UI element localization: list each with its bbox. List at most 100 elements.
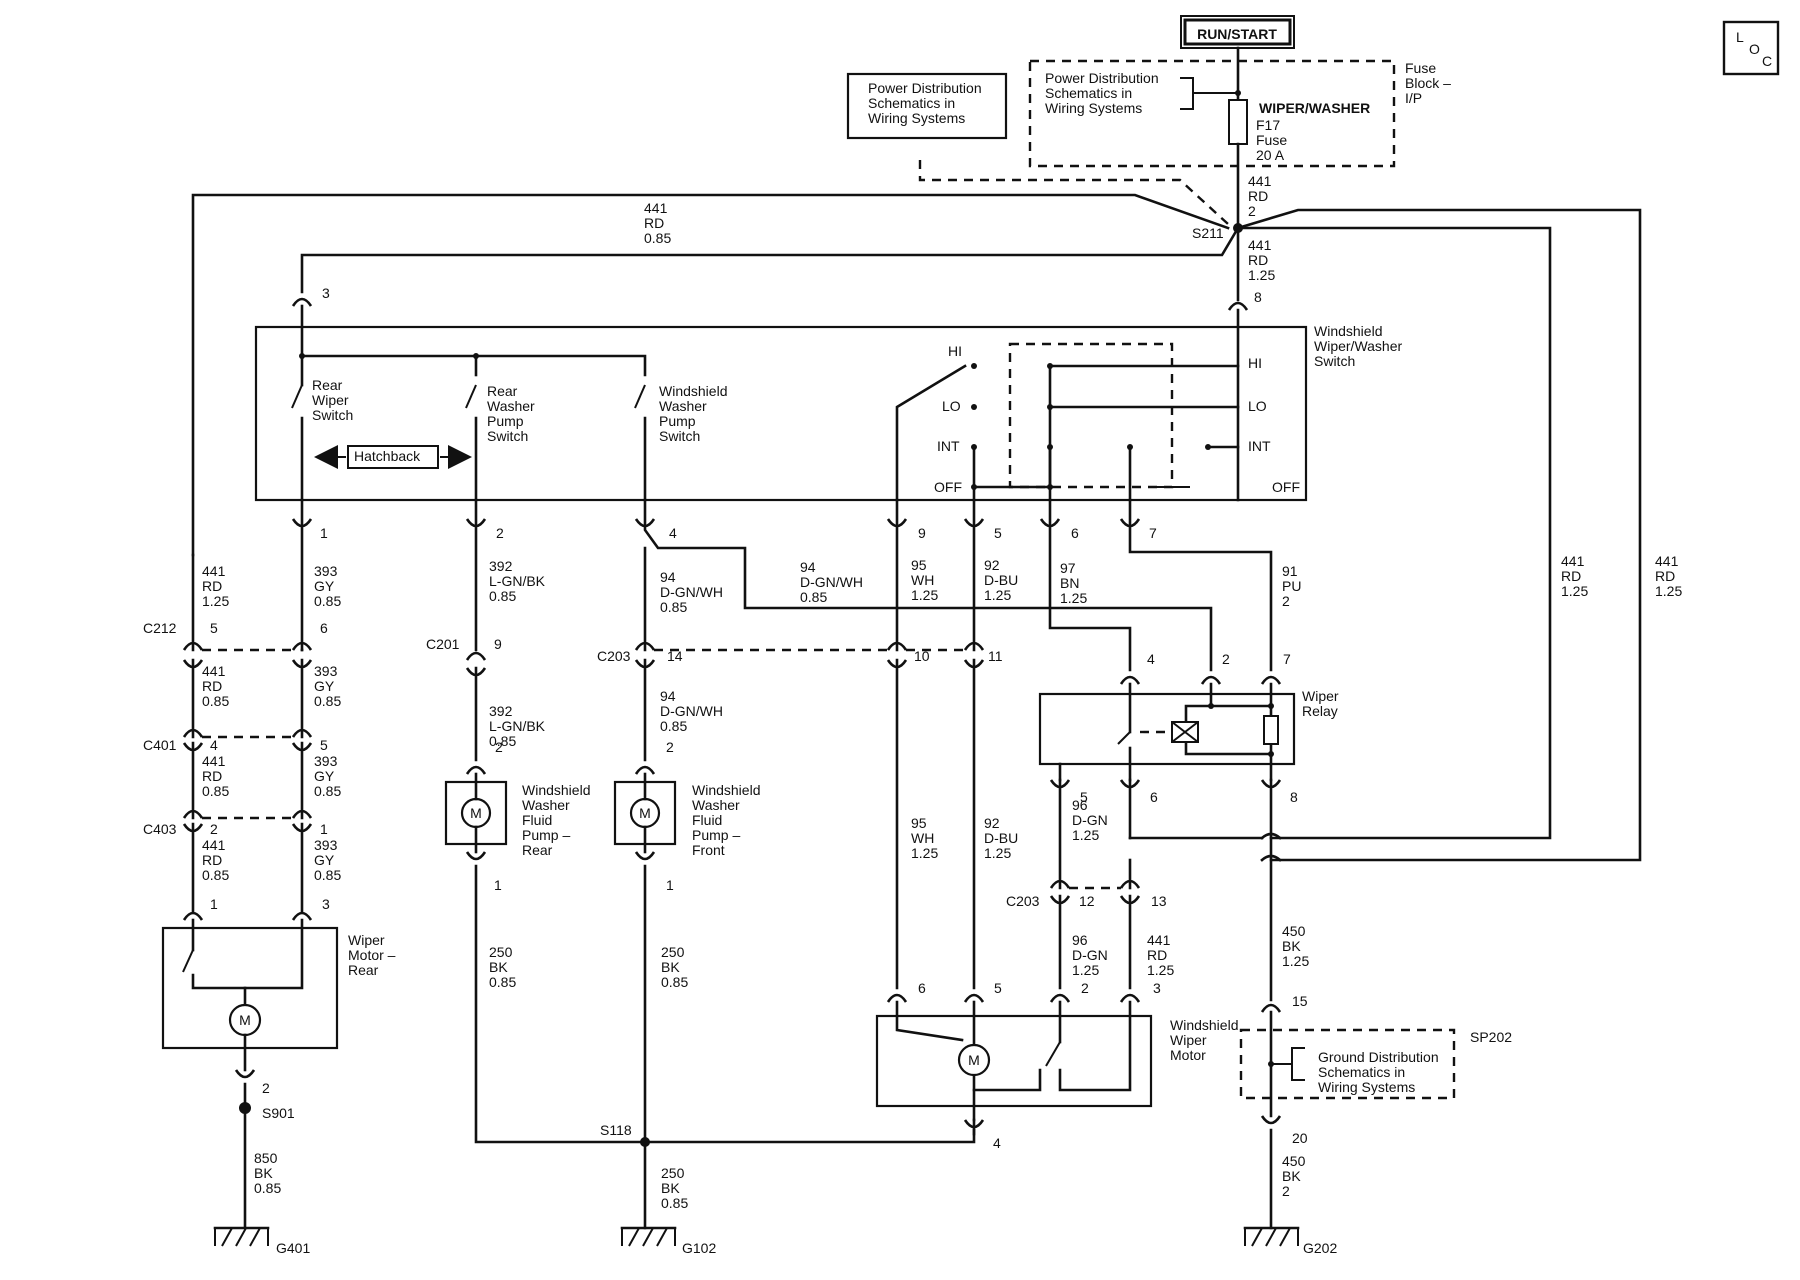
loc-icon: L O C [1722,20,1780,76]
ground-g102-label: G102 [682,1240,716,1256]
off-left-label: OFF [934,479,962,495]
splice-s901-dot [239,1102,251,1114]
pin-pump-rear-1-label: 1 [494,877,502,893]
pin-pump-rear-2-label: 2 [495,739,503,755]
hatchback-label: Hatchback [354,448,421,464]
pin-9-label: 9 [918,525,926,541]
splice-s211-dot [1233,223,1243,233]
ws-wiper-motor-icon: M [968,1052,980,1068]
pin-c403-2-label: 2 [210,821,218,837]
ground-g202-label: G202 [1303,1240,1337,1256]
sp202-label: SP202 [1470,1029,1512,1045]
c203-top [634,641,985,669]
pin-5-label: 5 [994,525,1002,541]
svg-text:C: C [1762,53,1772,69]
run-start-title: RUN/START [1180,15,1295,49]
ground-g401-icon [213,1226,270,1247]
pin-c401-5-label: 5 [320,737,328,753]
pin-7-label: 7 [1149,525,1157,541]
hi-left-label: HI [948,343,962,359]
pin-wmr-3-label: 3 [322,896,330,912]
pin-c203-14-label: 14 [667,648,683,664]
pin-relay-8-label: 8 [1290,789,1298,805]
connector-c203-label: C203 [597,648,631,664]
ground-g202-icon [1243,1226,1300,1247]
pin-motor-2-label: 2 [1081,980,1089,996]
pin-relay-5-label: 5 [1080,789,1088,805]
pin-motor-3-label: 3 [1153,980,1161,996]
pin-c212-6-label: 6 [320,620,328,636]
relay-resistor-icon [1263,715,1279,745]
ground-g102-icon [620,1226,677,1247]
lo-right-label: LO [1248,398,1267,414]
wiper-relay-box [1038,692,1296,766]
sp202-dashed-box [1239,1028,1456,1100]
pin-c203-12-label: 12 [1079,893,1095,909]
connector-c403-label: C403 [143,821,177,837]
int-left-label: INT [937,438,960,454]
pin-4-motor-label: 4 [993,1135,1001,1151]
pin-15-label: 15 [1292,993,1308,1009]
pin-2-label: 2 [496,525,504,541]
off-right-label: OFF [1272,479,1300,495]
page-title: RUN/START [1197,26,1277,42]
ws-wiper-motor-pins [886,993,1141,1129]
pin-8-switch-label: 8 [1254,289,1262,305]
connector-c201-label: C201 [426,636,460,652]
pump-rear-motor-icon: M [470,805,482,821]
wiper-washer-switch-box [254,325,1308,502]
switch-bottom-pins [291,518,1141,528]
pin-c201-9-label: 9 [494,636,502,652]
pds-left-box [846,72,1008,140]
pin-3-switch-label: 3 [322,285,330,301]
pin-pump-front-2-label: 2 [666,739,674,755]
pin-relay-2-label: 2 [1222,651,1230,667]
pin-relay-7-label: 7 [1283,651,1291,667]
int-right-label: INT [1248,438,1271,454]
pin-c203-10-label: 10 [914,648,930,664]
switch-mechanical-link [1008,342,1174,489]
splice-s118-label: S118 [600,1122,632,1138]
pin-pump-front-1-label: 1 [666,877,674,893]
pin-c203-13-label: 13 [1151,893,1167,909]
pin-relay-4-label: 4 [1147,651,1155,667]
fuse-f17-icon [1228,99,1248,145]
connector-c212-label: C212 [143,620,177,636]
fuse-block-dashed-box [1028,59,1396,168]
